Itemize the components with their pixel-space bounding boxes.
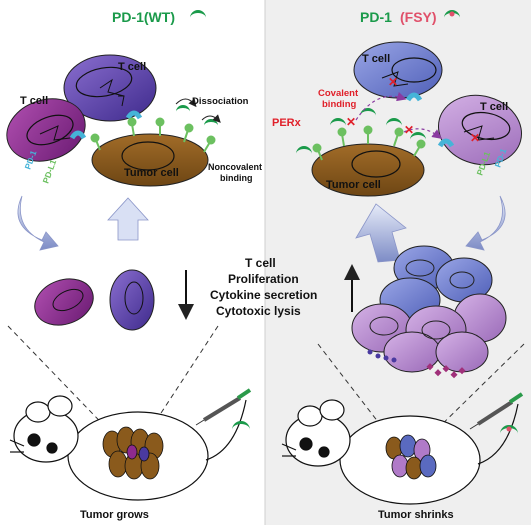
pdl1-ligands-right (312, 125, 426, 161)
perx-label: PERx (272, 117, 302, 129)
t-cell-label: T cell (480, 101, 508, 113)
pd1-wt-free-icon (176, 105, 190, 112)
t-cell-right-right-panel: T cell ✕ (437, 94, 523, 166)
t-cell-cluster (351, 245, 507, 373)
tumor-cell-right-panel: Tumor cell (311, 143, 425, 197)
binding-label: binding (220, 173, 253, 183)
up-arrow (107, 197, 149, 241)
syringe-icon (469, 392, 524, 430)
center-line: Cytotoxic lysis (216, 304, 301, 318)
zoom-guide (425, 343, 525, 441)
blocked-dissociation-arrow (355, 92, 407, 121)
pd1-fsy-bound-icon (296, 146, 312, 154)
pd1-wt-icon (190, 10, 206, 18)
pd1-receptor (405, 92, 423, 102)
t-cell-left-left-panel: T cell (6, 95, 86, 162)
t-cell-inactive (34, 278, 94, 326)
tumor-mass-left (102, 426, 164, 480)
fsy-mark-icon (449, 11, 455, 17)
inhibition-x-icon: ✕ (388, 75, 398, 89)
left-title: PD-1(WT) (112, 9, 175, 25)
inhibition-x-icon: ✕ (404, 123, 414, 137)
nucleus (52, 288, 84, 312)
dissociation-label: Dissociation (192, 96, 249, 107)
cytotoxic-granules (426, 363, 466, 379)
t-cell-top-right-panel: T cell ✕ (353, 41, 443, 99)
t-cell-inactive (109, 269, 155, 331)
pd1-fsy-bound-icon (386, 118, 402, 126)
tumor-cell-label: Tumor cell (326, 179, 381, 191)
syringe-icon (195, 388, 252, 426)
left-caption: Tumor grows (80, 509, 149, 521)
noncovalent-label: Noncovalent (208, 162, 262, 172)
t-cell-label: T cell (362, 53, 390, 65)
cycle-arrow (17, 195, 59, 251)
blocked-dissociation-arrow (403, 128, 442, 139)
cycle-arrow (465, 195, 506, 251)
t-cell-label: T cell (118, 61, 146, 73)
inhibition-x-icon: ✕ (470, 131, 480, 145)
cytokine-dots (367, 349, 397, 363)
pd1-fsy-bound-icon (330, 118, 346, 126)
right-title-variant: (FSY) (400, 9, 437, 25)
pd1-receptor (69, 130, 87, 140)
right-caption: Tumor shrinks (378, 509, 454, 521)
t-cell-top-left-panel: T cell (63, 54, 157, 122)
center-line: T cell (245, 256, 276, 270)
pdl1-label: PD-L1 (40, 158, 58, 185)
tumor-mass-right (385, 434, 437, 480)
pd1-fsy-bound-icon (410, 132, 426, 140)
pd1-receptor (437, 138, 455, 148)
center-text-block: T cell Proliferation Cytokine secretion … (210, 256, 317, 318)
pd1-fsy-icon (500, 425, 518, 434)
dissociation-arrow (175, 98, 197, 108)
binding-label: binding (322, 99, 356, 110)
tumor-cell-left-panel: Tumor cell (91, 133, 209, 187)
big-up-arrow (355, 203, 407, 263)
dissociation-arrow (201, 114, 221, 123)
center-line: Cytokine secretion (210, 288, 317, 302)
center-line: Proliferation (228, 272, 299, 286)
inhibition-x-icon: ✕ (346, 115, 356, 129)
pd1-wt-free-icon (204, 119, 218, 126)
nucleus (124, 281, 144, 315)
right-title-main: PD-1 (360, 9, 392, 25)
pd1-wt-icon (232, 421, 250, 430)
covalent-label: Covalent (318, 88, 359, 99)
fsy-mark-icon (506, 426, 512, 432)
pd1-receptor (125, 110, 143, 120)
pdl1-ligands-left (90, 117, 216, 153)
tumor-cell-label: Tumor cell (124, 167, 179, 179)
t-cell-label: T cell (20, 95, 48, 107)
pd1-fsy-icon (444, 10, 460, 18)
